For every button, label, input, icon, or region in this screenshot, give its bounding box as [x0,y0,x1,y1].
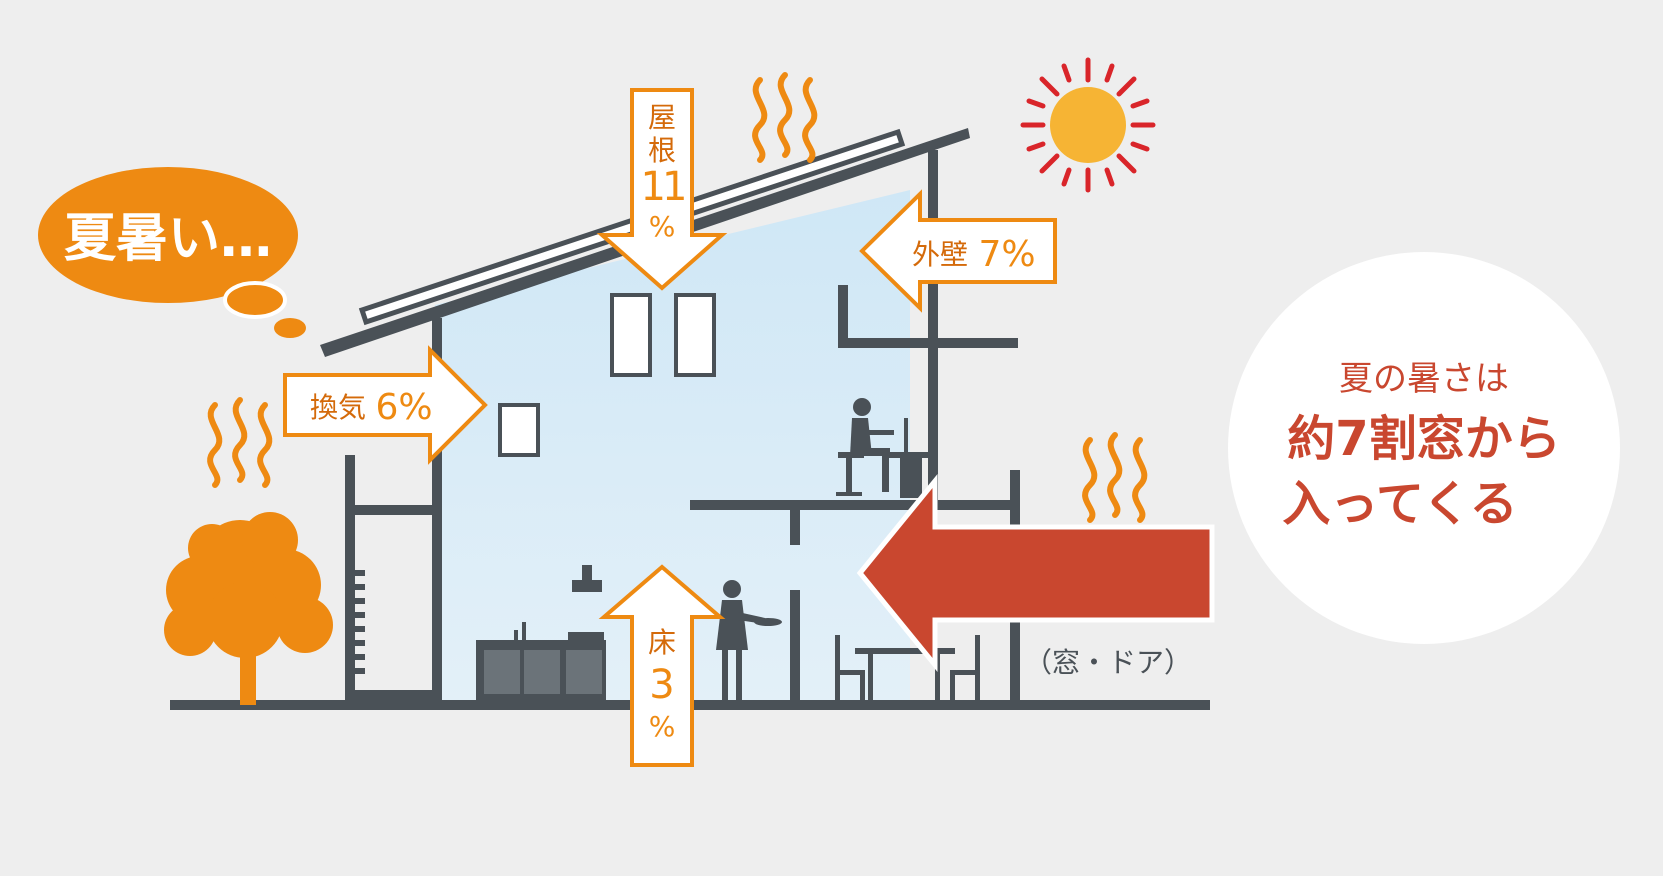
window-heat-arrow [856,473,1215,673]
tree-icon [164,512,333,705]
ventilation-percent: 6% [375,387,432,428]
wall-heat-arrow [859,189,1057,313]
roof-label-2: 根 [648,134,676,167]
floor-percent-value: 3 [649,662,674,708]
house-interior [435,190,910,700]
thought-bubble-text: 夏暑い… [64,209,272,269]
dining-table [835,635,980,703]
thought-bubble [38,167,306,338]
sun-icon [1020,57,1156,193]
kitchen [476,565,606,702]
heat-wave-icon-right [1082,432,1148,523]
callout-circle [1228,252,1620,644]
floor-percent-unit: % [649,710,676,743]
callout-line-2: 約7割窓から [1287,411,1560,467]
floor-heat-arrow [598,564,726,767]
window-door-caption: （窓・ドア） [1024,646,1192,679]
exterior-steps [347,570,365,674]
roof-label-1: 屋 [648,101,676,134]
heat-wave-icon-left [207,397,273,488]
wall-percent: 7% [978,234,1035,275]
ventilation-label: 換気 [310,391,366,424]
person-cooking [716,580,782,700]
heat-wave-icon-roof [752,72,818,163]
roof-heat-arrow [596,88,728,291]
roof-percent-unit: % [649,210,676,243]
windows [498,293,716,457]
callout-line-1: 夏の暑さは [1339,359,1509,399]
ventilation-heat-arrow [283,345,488,465]
roof-percent-value: 11 [641,164,684,210]
person-at-desk [836,398,928,498]
floor-label: 床 [648,626,676,659]
callout-line-3: 入ってくる [1282,476,1517,532]
wall-label: 外壁 [912,238,968,271]
